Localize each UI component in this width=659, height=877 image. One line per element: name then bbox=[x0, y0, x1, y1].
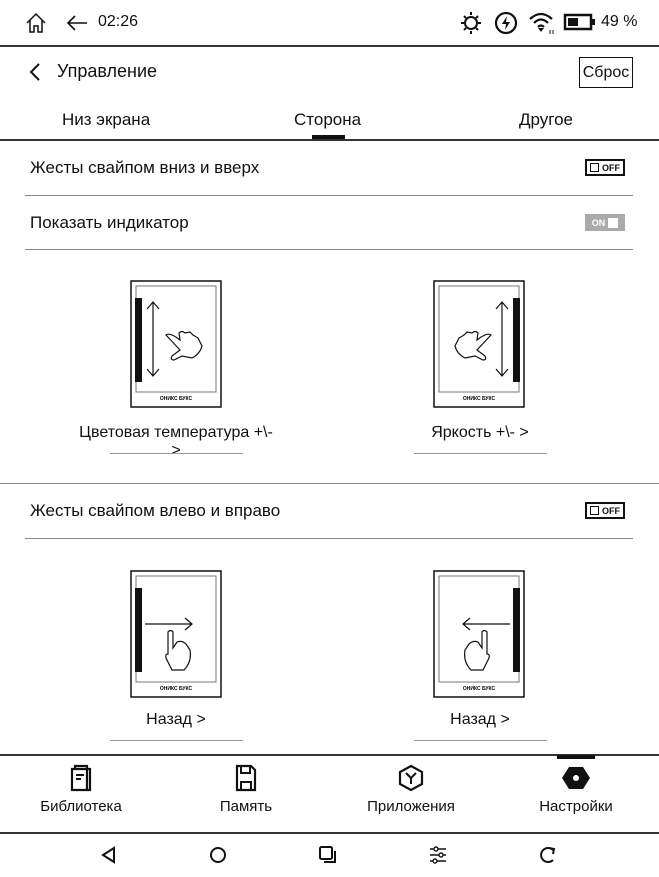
wifi-icon[interactable] bbox=[528, 10, 556, 36]
device-left-vertical-swipe-illustration: ОНИКС БУКС bbox=[130, 280, 222, 408]
nav-storage[interactable]: Память bbox=[171, 764, 321, 815]
back-arrow-icon[interactable] bbox=[65, 12, 89, 34]
nav-label: Библиотека bbox=[40, 798, 122, 815]
active-tab-indicator bbox=[312, 135, 345, 139]
chevron-right-icon: > bbox=[519, 424, 529, 441]
active-nav-indicator bbox=[557, 755, 595, 759]
tab-side[interactable]: Сторона bbox=[294, 110, 362, 129]
select-underline bbox=[414, 740, 547, 741]
divider bbox=[0, 45, 659, 47]
divider bbox=[0, 832, 659, 834]
toggle-state: OFF bbox=[602, 162, 620, 173]
nav-label: Память bbox=[219, 798, 273, 815]
quick-settings-sliders-icon[interactable] bbox=[428, 845, 448, 865]
divider bbox=[0, 139, 659, 141]
chevron-right-icon: > bbox=[196, 711, 206, 728]
tab-other[interactable]: Другое bbox=[519, 110, 574, 129]
settings-icon bbox=[562, 767, 590, 789]
battery-icon bbox=[563, 13, 595, 31]
system-back-icon[interactable] bbox=[100, 846, 118, 864]
select-underline bbox=[414, 453, 547, 454]
action-label: Яркость +\- bbox=[431, 424, 520, 441]
left-vertical-action-select[interactable]: Цветовая температура +\- > bbox=[76, 424, 276, 460]
tab-screen-bottom[interactable]: Низ экрана bbox=[62, 110, 151, 129]
toggle-state: ON bbox=[591, 217, 606, 228]
swipe-vertical-toggle[interactable]: OFF bbox=[585, 159, 625, 176]
action-label: Цветовая температура +\- bbox=[79, 424, 273, 441]
divider bbox=[0, 754, 659, 756]
left-horizontal-action-select[interactable]: Назад > bbox=[76, 711, 276, 729]
device-right-vertical-swipe-illustration: ОНИКС БУКС bbox=[433, 280, 525, 408]
show-indicator-label: Показать индикатор bbox=[30, 213, 189, 232]
page-title: Управление bbox=[57, 61, 158, 81]
svg-text:ОНИКС БУКС: ОНИКС БУКС bbox=[160, 686, 193, 692]
nav-label: Приложения bbox=[367, 798, 455, 815]
system-home-icon[interactable] bbox=[209, 846, 227, 864]
chevron-left-icon[interactable] bbox=[28, 62, 42, 82]
divider bbox=[25, 538, 633, 539]
swipe-vertical-label: Жесты свайпом вниз и вверх bbox=[30, 158, 260, 177]
svg-text:ОНИКС БУКС: ОНИКС БУКС bbox=[463, 686, 496, 692]
clock: 02:26 bbox=[98, 13, 139, 30]
nav-label: Настройки bbox=[539, 798, 613, 815]
device-right-horizontal-swipe-illustration: ОНИКС БУКС bbox=[433, 570, 525, 698]
show-indicator-toggle[interactable]: ON bbox=[585, 214, 625, 231]
battery-percent: 49 % bbox=[601, 13, 638, 30]
swipe-horizontal-label: Жесты свайпом влево и вправо bbox=[30, 501, 281, 520]
divider bbox=[0, 483, 659, 484]
right-horizontal-action-select[interactable]: Назад > bbox=[380, 711, 580, 729]
device-left-horizontal-swipe-illustration: ОНИКС БУКС bbox=[130, 570, 222, 698]
svg-text:ОНИКС БУКС: ОНИКС БУКС bbox=[463, 396, 496, 402]
reset-button[interactable]: Сброс bbox=[579, 57, 633, 88]
home-icon[interactable] bbox=[24, 11, 48, 35]
toggle-state: OFF bbox=[602, 505, 620, 516]
recent-apps-icon[interactable] bbox=[318, 846, 338, 864]
swipe-horizontal-toggle[interactable]: OFF bbox=[585, 502, 625, 519]
frontlight-icon[interactable] bbox=[459, 10, 483, 36]
svg-text:ОНИКС БУКС: ОНИКС БУКС bbox=[160, 396, 193, 402]
chevron-right-icon: > bbox=[500, 711, 510, 728]
select-underline bbox=[110, 740, 243, 741]
screen-refresh-icon[interactable] bbox=[538, 845, 558, 865]
divider bbox=[25, 249, 633, 250]
refresh-mode-icon[interactable] bbox=[493, 10, 519, 36]
library-icon bbox=[70, 764, 92, 792]
select-underline bbox=[110, 453, 243, 454]
action-label: Назад bbox=[450, 711, 501, 728]
apps-icon bbox=[398, 764, 424, 792]
nav-library[interactable]: Библиотека bbox=[6, 764, 156, 815]
right-vertical-action-select[interactable]: Яркость +\- > bbox=[380, 424, 580, 442]
nav-settings[interactable]: Настройки bbox=[501, 764, 651, 815]
action-label: Назад bbox=[146, 711, 197, 728]
divider bbox=[25, 195, 633, 196]
chevron-right-icon: > bbox=[171, 442, 181, 459]
nav-apps[interactable]: Приложения bbox=[336, 764, 486, 815]
storage-icon bbox=[235, 764, 257, 792]
